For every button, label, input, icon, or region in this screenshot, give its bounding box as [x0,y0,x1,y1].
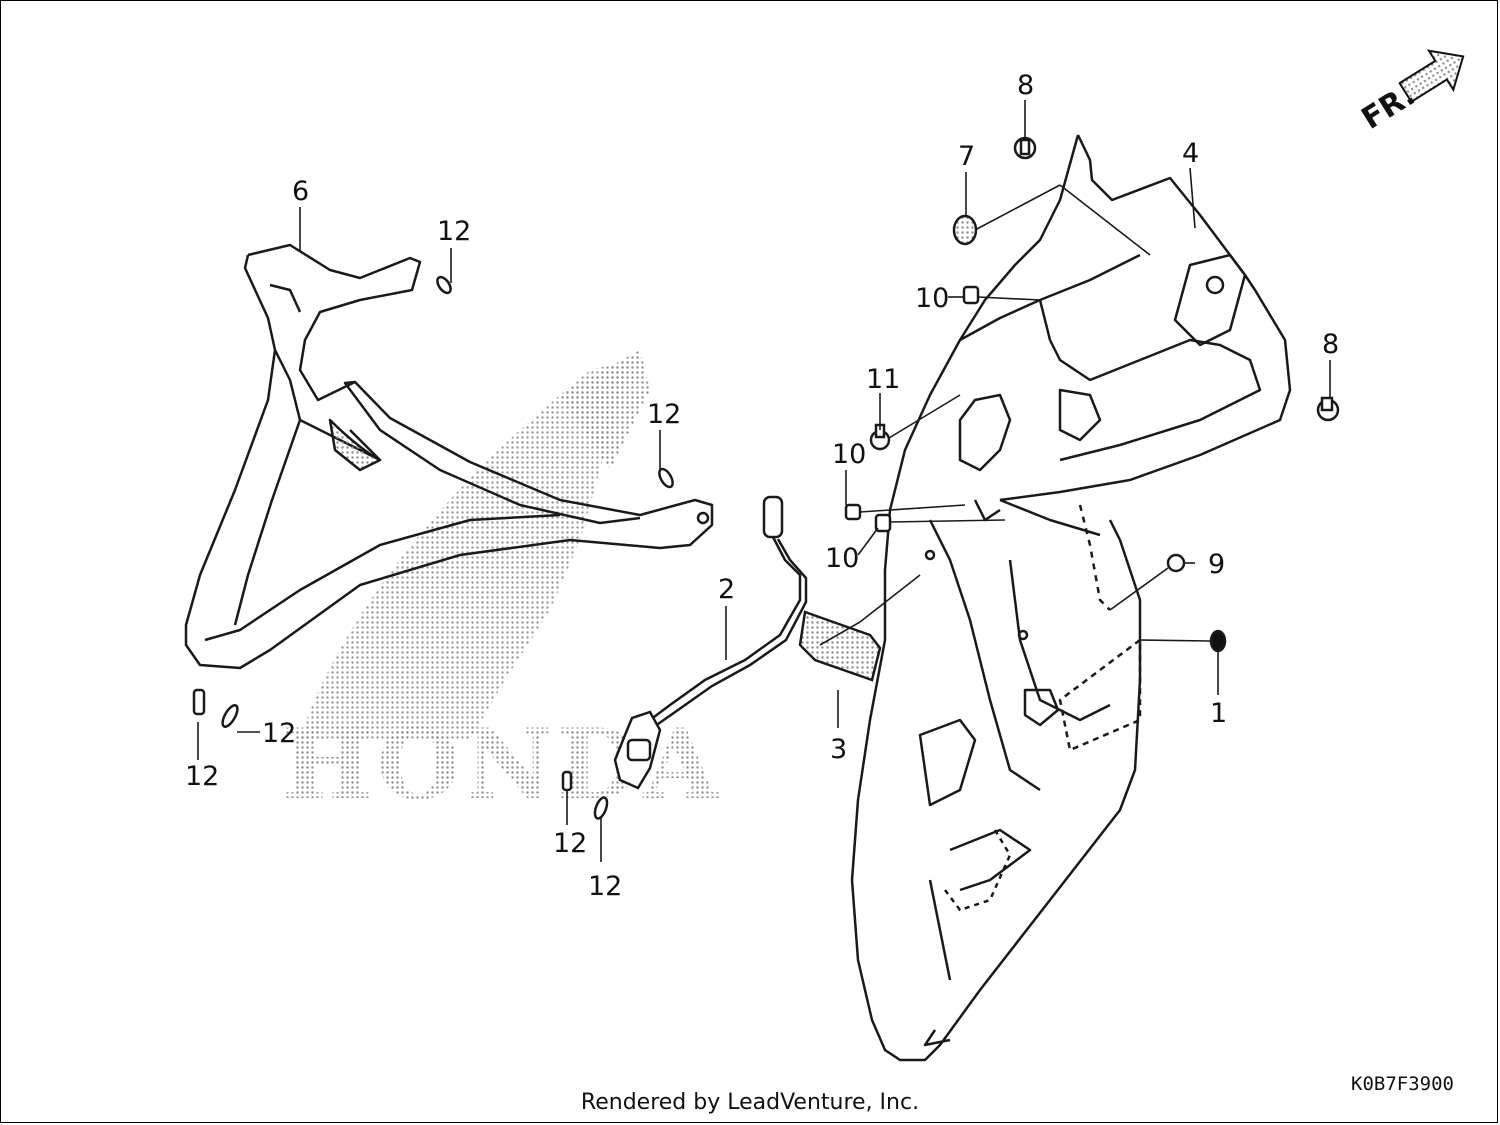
license-light-harness-part-2 [613,495,808,790]
screw-part-12c [192,688,206,716]
screw-part-12f [593,796,609,820]
screw-part-12a [436,275,452,295]
callout-12b: 12 [647,399,681,430]
reflector-part-3 [798,610,882,682]
callout-10a: 10 [915,283,949,314]
bolt-part-8b [1316,396,1340,422]
screw-part-12e [561,770,573,792]
callout-12c: 12 [185,761,219,792]
callout-12f: 12 [588,871,622,902]
callout-1: 1 [1210,698,1227,729]
callout-labels: 1 2 3 4 6 7 8 8 9 10 10 10 11 12 12 12 1… [185,70,1339,902]
leader-lines [197,100,1331,862]
callout-10c: 10 [825,543,859,574]
bolt-part-8a [1013,136,1037,160]
callout-12a: 12 [437,216,471,247]
callout-8a: 8 [1017,70,1034,101]
wing-logo-icon [300,360,630,740]
washer-part-7 [952,214,978,246]
nut-part-10a [962,285,980,305]
screw-part-12b [658,467,674,489]
callout-11: 11 [866,364,900,395]
hardware [192,136,1340,820]
direction-arrow-icon [1398,49,1465,104]
render-credit: Rendered by LeadVenture, Inc. [580,1090,920,1115]
callout-4: 4 [1182,138,1199,169]
callout-6: 6 [292,176,309,207]
nut-part-9 [1166,553,1186,573]
callout-12d: 12 [262,718,296,749]
rear-cowl-part-6 [184,243,714,670]
callout-9: 9 [1208,549,1225,580]
nut-part-10b [844,503,862,521]
front-direction-marker: FR. [1356,49,1465,137]
callout-2: 2 [718,574,735,605]
diagram-code: K0B7F3900 [1351,1073,1454,1095]
callout-8b: 8 [1322,329,1339,360]
callout-7: 7 [958,141,975,172]
callout-12e: 12 [553,828,587,859]
callout-10b: 10 [832,439,866,470]
rear-fender-part-4 [850,134,1292,1062]
nut-part-10c [874,513,892,533]
screw-part-12d [221,704,239,728]
callout-3: 3 [830,734,847,765]
grommet-part-1 [1209,629,1227,653]
